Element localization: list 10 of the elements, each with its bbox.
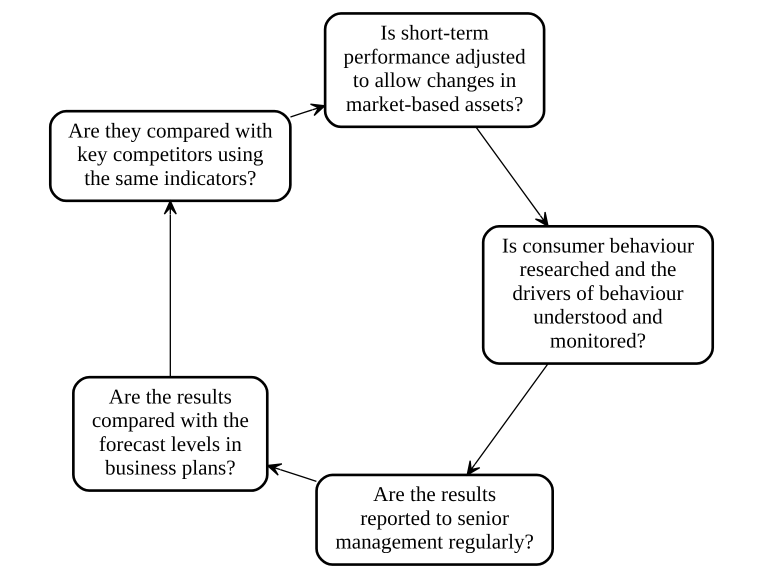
node-box: Is short-term performance adjusted to allow changes in market-based assets? — [324, 12, 546, 128]
arrow — [475, 126, 549, 227]
node-box: Are the results reported to senior management regularly? — [315, 474, 554, 566]
arrow — [266, 463, 317, 482]
node-box: Are they compared with key competitors using the same indicators? — [48, 110, 292, 202]
arrow — [164, 200, 177, 377]
node-box: Is consumer behaviour researched and the drivers of behaviour understood and monitored? — [482, 225, 714, 365]
arrow — [290, 104, 326, 118]
node-box: Are the results compared with the forecast levels in business plans? — [72, 376, 269, 492]
arrow — [466, 363, 549, 476]
